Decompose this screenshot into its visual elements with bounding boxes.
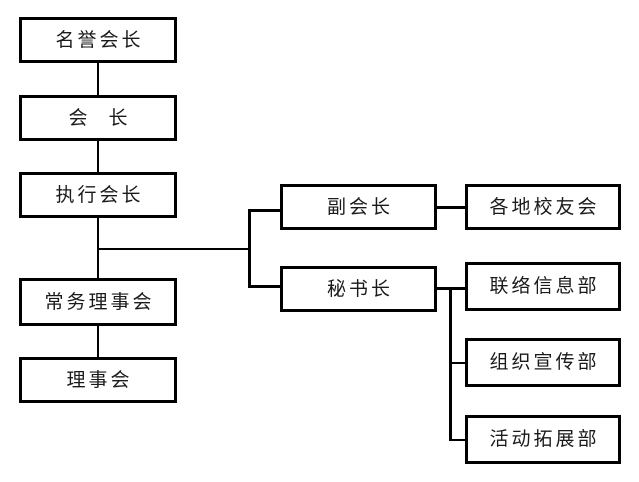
connector-vice-president-to-local-alumni xyxy=(435,206,467,209)
connector-trunk-branch-horizontal xyxy=(97,248,250,250)
node-liaison-info-dept[interactable]: 联络信息部 xyxy=(465,262,621,311)
connector-honorary-to-president xyxy=(97,63,99,96)
connector-standing-to-council xyxy=(97,326,99,358)
node-org-publicity-dept[interactable]: 组织宣传部 xyxy=(465,338,621,387)
node-honorary-president[interactable]: 名誉会长 xyxy=(19,17,177,63)
connector-bus-to-vice-president xyxy=(248,209,282,212)
node-secretary-general[interactable]: 秘书长 xyxy=(280,266,437,312)
node-activity-dev-dept[interactable]: 活动拓展部 xyxy=(465,415,621,464)
connector-bus-to-org-publicity-dept xyxy=(449,362,467,364)
connector-president-to-executive xyxy=(97,141,99,173)
connector-bus-to-secretary-general xyxy=(248,285,282,288)
node-council[interactable]: 理事会 xyxy=(19,357,177,403)
node-vice-president[interactable]: 副会长 xyxy=(280,184,437,230)
connector-middle-bus xyxy=(248,209,251,287)
node-president[interactable]: 会 长 xyxy=(19,95,177,141)
node-standing-council[interactable]: 常务理事会 xyxy=(19,278,177,326)
node-executive-president[interactable]: 执行会长 xyxy=(19,172,177,218)
connector-bus-to-liaison-info-dept xyxy=(449,287,467,289)
node-local-alumni[interactable]: 各地校友会 xyxy=(465,184,621,230)
connector-right-bus xyxy=(449,287,452,441)
connector-bus-to-activity-dev-dept xyxy=(449,439,467,441)
